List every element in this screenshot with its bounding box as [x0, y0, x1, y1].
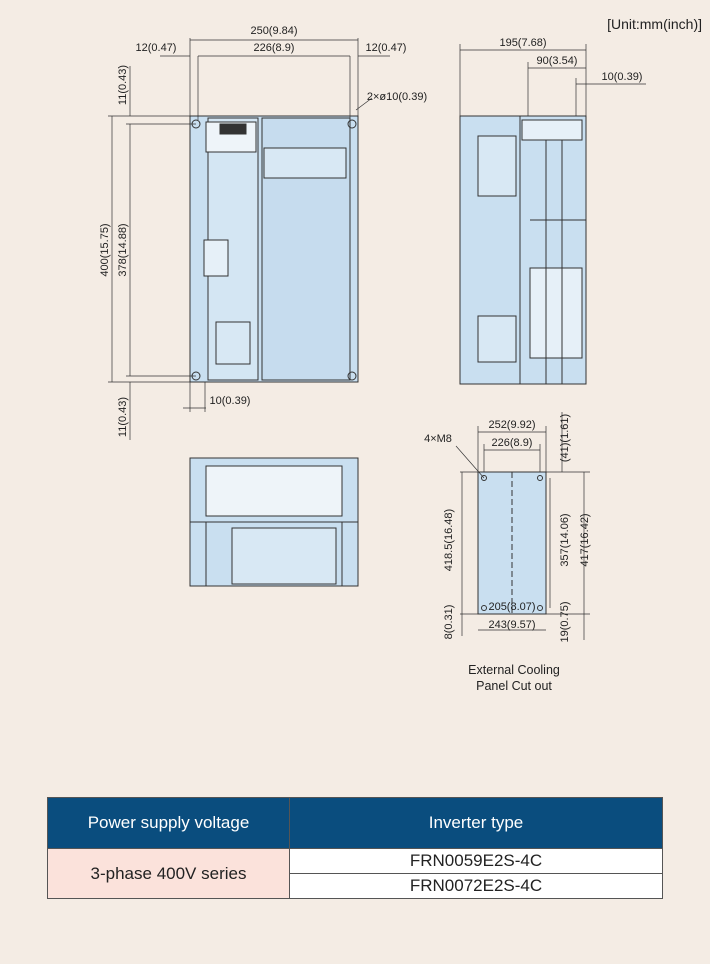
dim-inner-width: 226(8.9) [254, 42, 295, 54]
dim-holes: 2×ø10(0.39) [367, 91, 427, 103]
bottom-view [189, 457, 359, 587]
dim-flange: 10(0.39) [602, 71, 643, 83]
dim-cutout-bottom-width: 243(9.57) [488, 619, 535, 631]
dim-cutout-bottom-left: 8(0.31) [443, 605, 455, 640]
spec-table-header-row: Power supply voltage Inverter type [47, 797, 663, 849]
dim-bottom-margin: 11(0.43) [117, 397, 129, 437]
dimension-drawing: 250(9.84) 226(8.9) 12(0.47) 12(0.47) 2×ø… [99, 25, 646, 643]
header-inverter-type: Inverter type [289, 797, 663, 849]
voltage-cell: 3-phase 400V series [47, 848, 290, 899]
table-row: FRN0072E2S-4C [48, 873, 663, 899]
dim-cutout-inner-height: 357(14.06) [559, 513, 571, 566]
dim-overall-width: 250(9.84) [250, 25, 297, 37]
inverter-type-cell: FRN0059E2S-4C [289, 848, 663, 874]
side-dimension-lines [459, 44, 646, 116]
spec-table: Power supply voltage Inverter type 3-pha… [47, 797, 663, 899]
cutout-caption-line2: Panel Cut out [476, 679, 552, 693]
side-view [459, 115, 587, 385]
unit-label: [Unit:mm(inch)] [607, 16, 702, 32]
inverter-type-cell: FRN0072E2S-4C [289, 873, 663, 899]
dim-cutout-right-height: 417(16.42) [579, 513, 591, 566]
dim-screws: 4×M8 [424, 433, 452, 445]
dim-rear-depth: 90(3.54) [537, 55, 578, 67]
dim-cutout-top-offset: (41)(1.61) [559, 414, 571, 462]
cutout-dimension-lines [455, 412, 590, 640]
dim-inner-height: 378(14.88) [117, 223, 129, 276]
cutout-view [477, 471, 547, 615]
dim-left-margin: 12(0.47) [136, 42, 177, 54]
dim-cutout-overall-height: 418.5(16.48) [443, 509, 455, 571]
header-voltage: Power supply voltage [47, 797, 290, 849]
front-dimension-lines [108, 38, 390, 440]
table-row: 3-phase 400V series FRN0059E2S-4C [47, 848, 663, 899]
dim-bottom-offset: 10(0.39) [210, 395, 251, 407]
dim-cutout-hole-pitch: 226(8.9) [492, 437, 533, 449]
dim-overall-depth: 195(7.68) [499, 37, 546, 49]
dim-cutout-outer-width: 252(9.92) [488, 419, 535, 431]
dim-cutout-inner-bottom-width: 205(8.07) [488, 601, 535, 613]
front-view [189, 115, 359, 383]
cutout-caption-line1: External Cooling [468, 663, 560, 677]
dim-overall-height: 400(15.75) [99, 223, 111, 276]
dim-cutout-bottom-right: 19(0.75) [559, 602, 571, 643]
dim-top-margin: 11(0.43) [117, 65, 129, 105]
dim-right-margin: 12(0.47) [366, 42, 407, 54]
cutout-caption: External Cooling Panel Cut out [440, 662, 588, 694]
